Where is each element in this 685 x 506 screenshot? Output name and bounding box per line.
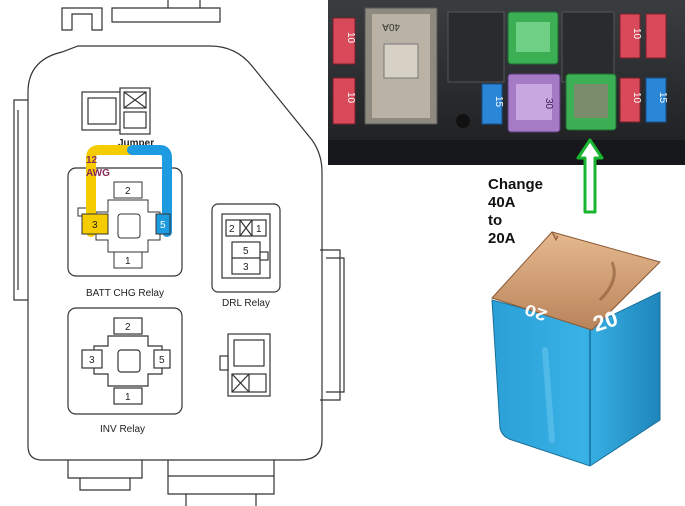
lower-connector: [219, 333, 271, 397]
inv-pin-1: 1: [125, 392, 131, 403]
jumper-connector: [81, 87, 151, 135]
drl-pin-3: 3: [243, 262, 249, 273]
note-line-3: to: [488, 212, 503, 229]
blue-jumper-wire: [127, 145, 172, 237]
drl-relay-label: DRL Relay: [222, 298, 270, 309]
note-line-4: 20A: [488, 230, 516, 247]
inv-pin-2: 2: [125, 322, 131, 333]
photo-fuse-40a: 40A: [382, 21, 400, 32]
photo-fuse-15-right: 15: [657, 92, 668, 104]
note-line-1: Change: [488, 176, 544, 193]
wire-gauge-number: 12: [86, 155, 98, 166]
batt-pin-5: 5: [160, 220, 166, 231]
photo-fuse-10-b: 10: [345, 92, 356, 104]
change-fuse-note: Change 40A to 20A: [488, 176, 543, 248]
inv-relay-socket: [67, 307, 183, 415]
wire-gauge-unit: AWG: [86, 168, 110, 179]
inv-relay-label: INV Relay: [100, 424, 145, 435]
inv-pin-5: 5: [159, 355, 165, 366]
photo-fuse-10-a: 10: [345, 32, 356, 44]
photo-fuse-10-c: 10: [631, 28, 642, 40]
drl-pin-2: 2: [229, 224, 235, 235]
inv-pin-3: 3: [89, 355, 95, 366]
replacement-20a-fuse: [491, 231, 661, 467]
fuse-box-photo: 10 10 40A 30 15 10 10 15: [328, 0, 685, 165]
note-line-2: 40A: [488, 194, 516, 211]
relay-block: [13, 0, 345, 506]
batt-pin-2: 2: [125, 186, 131, 197]
photo-fuse-30: 30: [543, 98, 554, 110]
drl-pin-1: 1: [256, 224, 262, 235]
pin-3-yellow: [81, 213, 109, 235]
photo-fuse-10-d: 10: [631, 92, 642, 104]
batt-chg-relay-socket: [67, 167, 183, 277]
drl-pin-5: 5: [243, 246, 249, 257]
jumper-label: Jumper: [118, 138, 154, 149]
green-up-arrow-icon: [576, 138, 604, 214]
batt-pin-1: 1: [125, 256, 131, 267]
yellow-jumper-wire: [86, 145, 137, 237]
pin-5-blue: [155, 213, 171, 235]
photo-fuse-15-center: 15: [493, 96, 504, 108]
batt-pin-3: 3: [92, 220, 98, 231]
drl-relay-socket: [211, 203, 281, 293]
batt-chg-relay-label: BATT CHG Relay: [86, 288, 164, 299]
